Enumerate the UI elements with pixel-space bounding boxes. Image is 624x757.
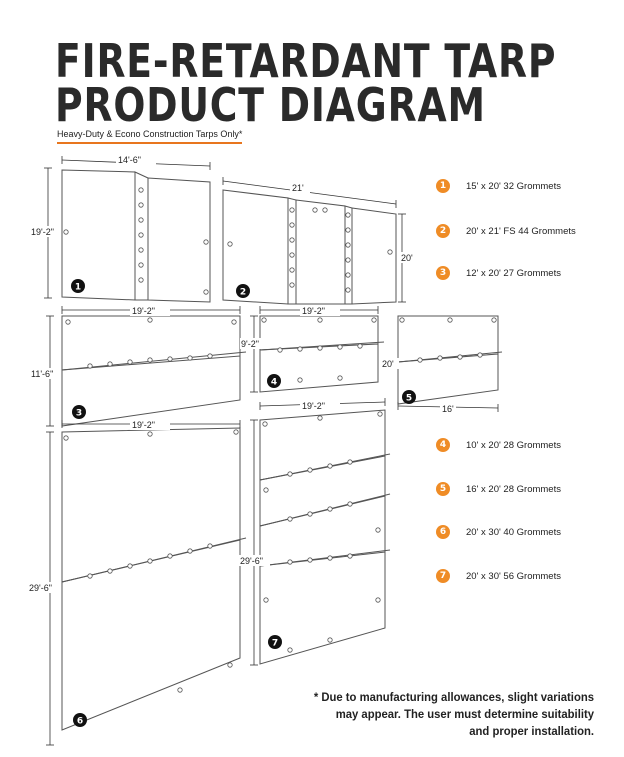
legend-text: 10' x 20' 28 Grommets: [466, 439, 561, 451]
legend-badge: 6: [436, 525, 450, 539]
tarp-6-width-label: 19'-2": [132, 420, 155, 430]
tarp-3-height-label: 11'-6": [31, 369, 53, 379]
legend-badge: 7: [436, 569, 450, 583]
tarp-1-height-label: 19'-2": [31, 227, 54, 237]
tarp-4-badge: [267, 374, 281, 388]
tarp-2-width-label: 21': [292, 183, 304, 193]
footnote-line: and proper installation.: [469, 724, 594, 738]
tarp-1-badge-number: 1: [75, 283, 81, 293]
page-title-line1: FIRE-RETARDANT TARP: [55, 34, 557, 88]
tarp-7-panel: [259, 551, 386, 665]
tarp-3-width-label: 19'-2": [132, 306, 155, 316]
legend-item-1: 1 15' x 20' 32 Grommets: [436, 178, 561, 194]
footnote-line: * Due to manufacturing allowances, sligh…: [313, 690, 594, 704]
tarp-2-badge: [236, 284, 250, 298]
page-title-line2: PRODUCT DIAGRAM: [55, 78, 486, 132]
legend-text: 16' x 20' 28 Grommets: [466, 483, 561, 495]
legend-badge: 2: [436, 224, 450, 238]
legend-item-4: 4 10' x 20' 28 Grommets: [436, 437, 561, 453]
disclaimer-footnote: * Due to manufacturing allowances, sligh…: [256, 689, 594, 740]
tarp-2-panel: [287, 197, 297, 305]
legend-item-6: 6 20' x 30' 40 Grommets: [436, 524, 561, 540]
tarp-6-badge-number: 6: [77, 717, 83, 727]
footnote-line: may appear. The user must determine suit…: [335, 707, 594, 721]
tarp-2-badge-number: 2: [240, 288, 246, 298]
tarp-3-badge: [72, 405, 86, 419]
legend-text: 20' x 30' 56 Grommets: [466, 570, 561, 582]
legend-badge: 4: [436, 438, 450, 452]
tarp-2-panel: [351, 207, 397, 305]
tarp-5-badge-number: 5: [406, 394, 412, 404]
legend-text: 20' x 21' FS 44 Grommets: [466, 225, 576, 237]
tarp-7-height-label: 29'-6": [240, 556, 263, 566]
legend-text: 15' x 20' 32 Grommets: [466, 180, 561, 192]
tarp-6-badge: [73, 713, 87, 727]
tarp-5-width-label: 16': [442, 404, 454, 414]
legend-badge: 5: [436, 482, 450, 496]
legend-item-3: 3 12' x 20' 27 Grommets: [436, 265, 561, 281]
tarp-7-width-label: 19'-2": [302, 401, 325, 411]
tarp-4-badge-number: 4: [271, 378, 277, 388]
tarp-1-panel: [61, 169, 136, 301]
tarp-7-badge: [268, 635, 282, 649]
tarp-7-badge-number: 7: [272, 639, 278, 649]
tarp-1-width-label: 14'-6": [118, 155, 141, 165]
tarp-4-height-label: 9'-2": [241, 339, 259, 349]
tarp-3-badge-number: 3: [76, 409, 82, 419]
tarp-1-panel: [147, 177, 211, 303]
tarp-2-panel: [222, 189, 289, 305]
page-subtitle: Heavy-Duty & Econo Construction Tarps On…: [57, 129, 243, 144]
tarp-2-panel: [295, 199, 346, 305]
legend-item-5: 5 16' x 20' 28 Grommets: [436, 481, 561, 497]
legend-text: 12' x 20' 27 Grommets: [466, 267, 561, 279]
tarp-1-badge: [71, 279, 85, 293]
tarp-6-height-label: 29'-6": [29, 583, 52, 593]
tarp-5-panel: [397, 353, 499, 405]
tarp-4-width-label: 19'-2": [302, 306, 325, 316]
tarp-3-panel: [61, 355, 241, 427]
tarp-5-height-label: 20': [382, 359, 394, 369]
tarp-5-badge: [402, 390, 416, 404]
tarp-2-height-label: 20': [401, 253, 413, 263]
legend-badge: 1: [436, 179, 450, 193]
legend-text: 20' x 30' 40 Grommets: [466, 526, 561, 538]
legend-item-2: 2 20' x 21' FS 44 Grommets: [436, 223, 576, 239]
legend-badge: 3: [436, 266, 450, 280]
legend-item-7: 7 20' x 30' 56 Grommets: [436, 568, 561, 584]
